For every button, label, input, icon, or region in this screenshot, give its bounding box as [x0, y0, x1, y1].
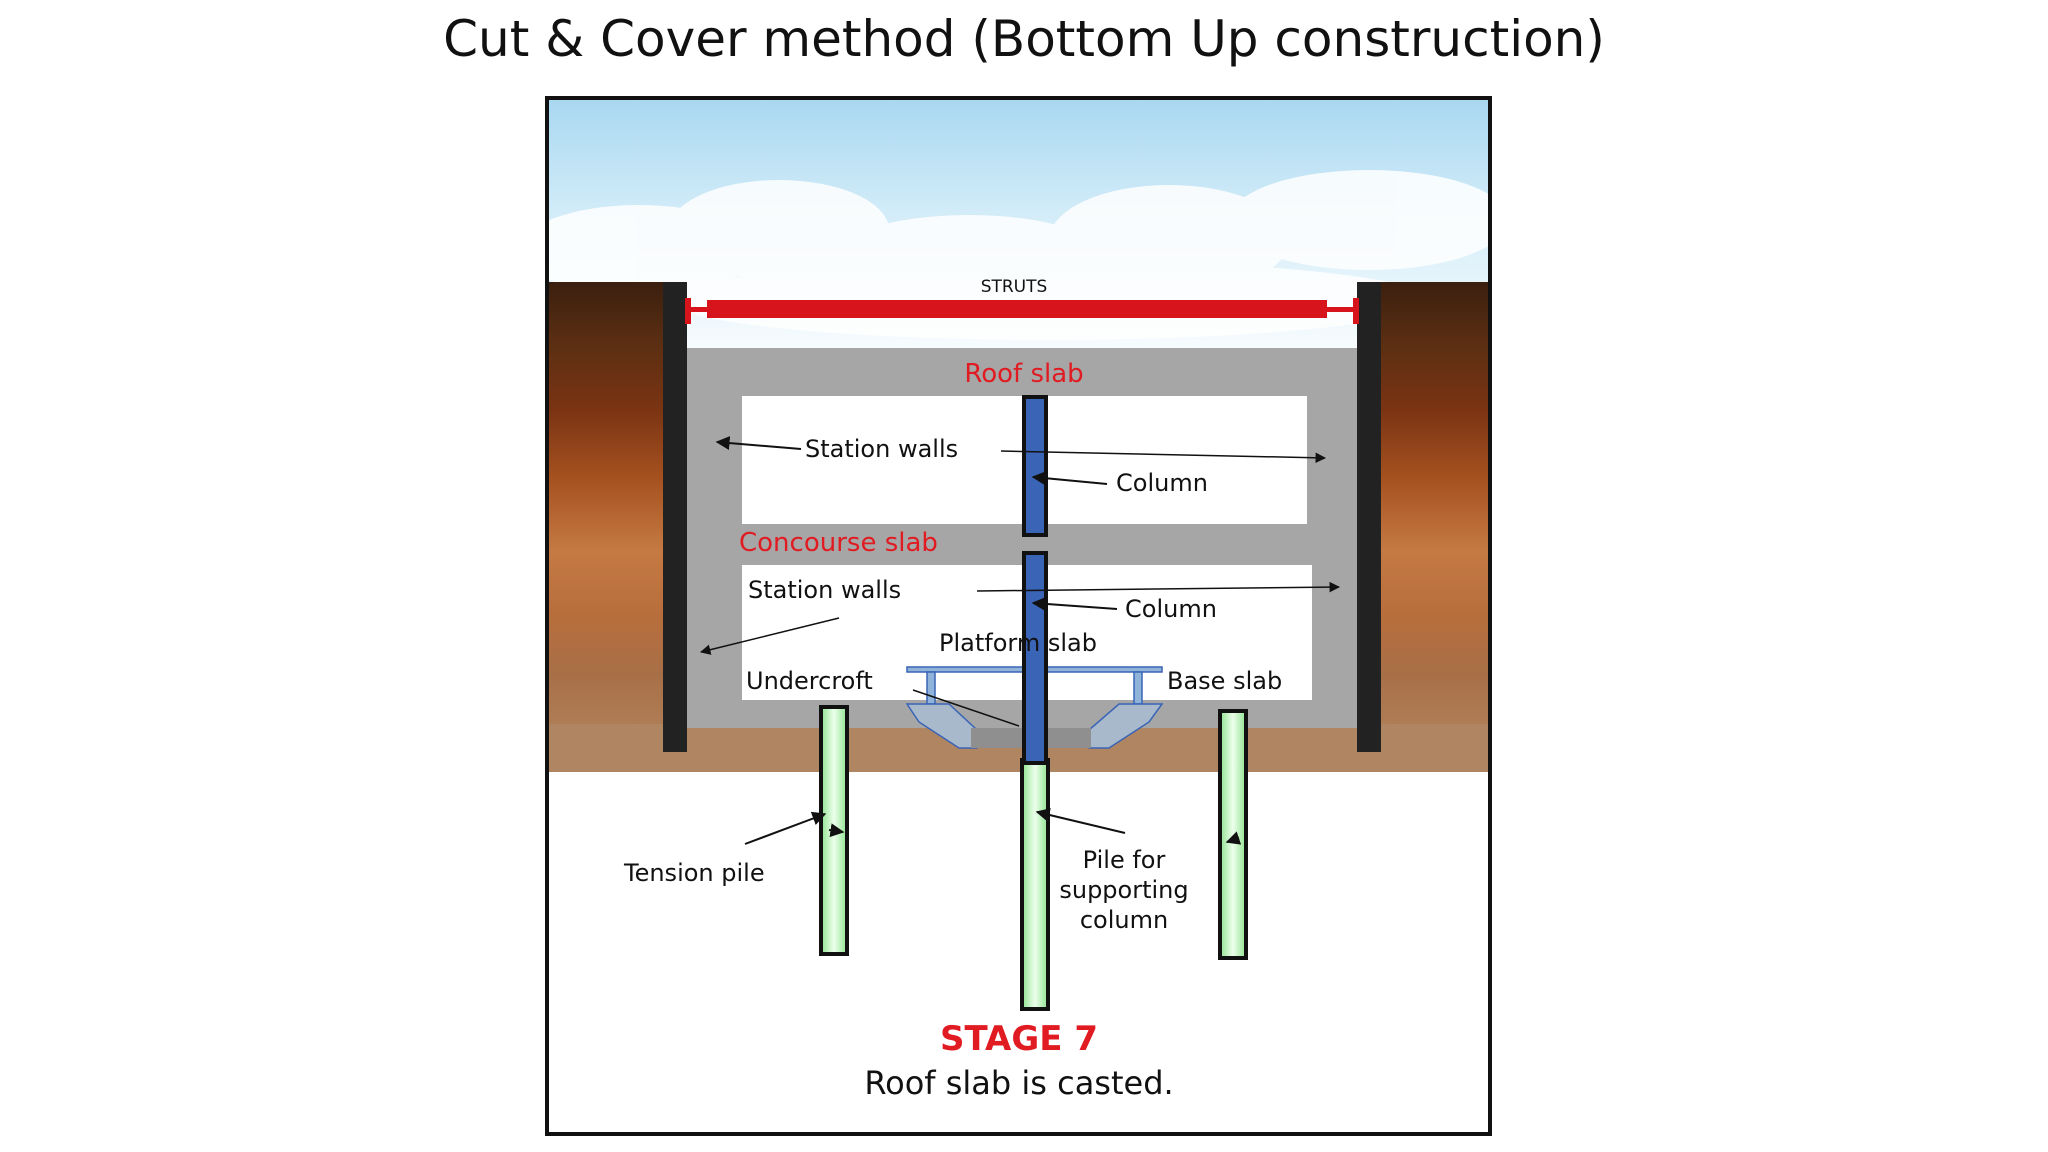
column-lower-arrow	[1031, 596, 1118, 611]
soil-left	[549, 282, 669, 772]
undercroft-label: Undercroft	[746, 667, 873, 695]
stage-caption: Roof slab is casted.	[864, 1064, 1173, 1102]
column-upper-label: Column	[1116, 469, 1208, 497]
station-walls-upper-label: Station walls	[805, 435, 958, 463]
strut-plate-left	[685, 298, 691, 324]
pile-label-line3: column	[1080, 906, 1168, 934]
base-slab-label: Base slab	[1167, 667, 1282, 695]
strut-bar	[707, 300, 1327, 318]
undercroft-leader	[912, 689, 1020, 727]
station-walls-lower-arrow-right	[976, 581, 1341, 593]
tension-pile-right-arrow	[1225, 831, 1242, 845]
platform-slab-label: Platform slab	[939, 629, 1097, 657]
column-upper-arrow	[1031, 471, 1108, 486]
tension-pile-right	[1218, 709, 1248, 960]
platform-support-right	[1133, 671, 1143, 705]
diaphragm-wall-right	[1357, 282, 1381, 752]
diagram-frame: STRUTS Roof slab Concourse slab Station …	[545, 96, 1492, 1136]
column-lower-label: Column	[1125, 595, 1217, 623]
platform-support-left	[926, 671, 936, 705]
column-upper	[1022, 395, 1048, 537]
slide-title: Cut & Cover method (Bottom Up constructi…	[443, 10, 1605, 68]
tension-pile-arrow	[744, 811, 827, 845]
pile-label-line2: supporting	[1059, 876, 1188, 904]
roof-slab-label: Roof slab	[964, 359, 1083, 389]
tension-pile-label: Tension pile	[623, 859, 765, 887]
column-lower	[1022, 551, 1048, 765]
station-walls-lower-label: Station walls	[748, 576, 901, 604]
struts-label: STRUTS	[981, 277, 1048, 297]
pile-support-arrow	[1035, 808, 1126, 834]
cut-and-cover-diagram: STRUTS Roof slab Concourse slab Station …	[549, 100, 1488, 1102]
stage-title: STAGE 7	[940, 1019, 1098, 1059]
station-walls-lower-arrow-left	[699, 617, 840, 655]
column-support-pile	[1020, 758, 1050, 1011]
cloud-shapes	[549, 170, 1488, 340]
concourse-slab-label: Concourse slab	[739, 528, 938, 558]
tension-pile-arrow-inner	[828, 823, 845, 838]
diaphragm-wall-left	[663, 282, 687, 752]
station-walls-upper-arrow-right	[1000, 450, 1327, 464]
pile-label-line1: Pile for	[1083, 846, 1166, 874]
station-walls-upper-arrow-left	[715, 436, 802, 451]
strut-plate-right	[1353, 298, 1359, 324]
